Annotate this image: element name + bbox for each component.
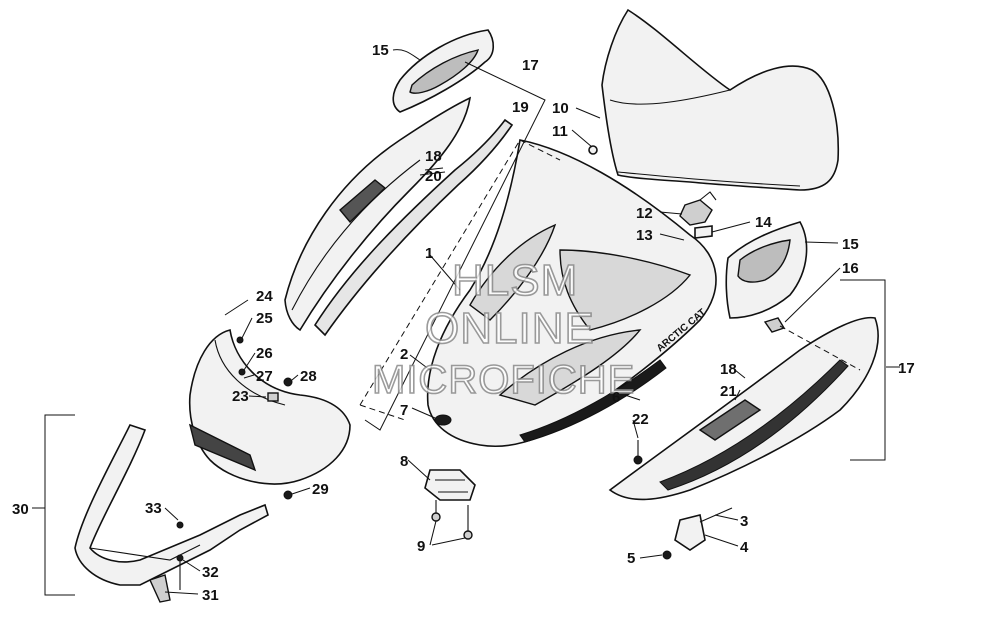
callout-29: 29 — [312, 481, 329, 498]
callout-12: 12 — [636, 205, 653, 222]
callout-4: 4 — [740, 539, 749, 556]
clip-16 — [763, 317, 786, 333]
callout-33: 33 — [145, 500, 162, 517]
decal-stripe-19 — [313, 118, 514, 337]
callout-24: 24 — [256, 288, 273, 305]
washer-11 — [588, 145, 598, 155]
callout-31: 31 — [202, 587, 219, 604]
callout-28: 28 — [300, 368, 317, 385]
clip-23 — [267, 392, 279, 402]
bracket-plate-14 — [694, 225, 713, 239]
hood-hinge — [424, 469, 476, 501]
callout-15: 15 — [372, 42, 389, 59]
front-bumper — [74, 424, 269, 586]
bracket-4 — [674, 514, 706, 551]
watermark-line-1: HLSM — [452, 256, 578, 305]
callout-23: 23 — [232, 388, 249, 405]
windshield — [601, 8, 840, 191]
callout-21: 21 — [720, 383, 737, 400]
callout-8: 8 — [400, 453, 408, 470]
callout-6: 6 — [612, 389, 620, 406]
callout-26: 26 — [256, 345, 273, 362]
callout-32: 32 — [202, 564, 219, 581]
callout-2: 2 — [400, 346, 408, 363]
side-panel-left — [284, 96, 472, 332]
callout-30: 30 — [12, 501, 29, 518]
callout-18-right: 18 — [720, 361, 737, 378]
windshield-bracket — [679, 199, 713, 226]
callout-25: 25 — [256, 310, 273, 327]
callout-17: 17 — [522, 57, 539, 74]
callout-13: 13 — [636, 227, 653, 244]
callout-22: 22 — [632, 411, 649, 428]
callout-14: 14 — [755, 214, 772, 231]
callout-3: 3 — [740, 513, 748, 530]
hood-emblem-7 — [434, 414, 452, 426]
callout-27: 27 — [256, 368, 273, 385]
watermark-line-2: ONLINE — [425, 304, 595, 353]
callout-20: 20 — [425, 168, 442, 185]
watermark-line-3: MICROFICHE — [372, 358, 635, 402]
callout-15-right: 15 — [842, 236, 859, 253]
callout-10: 10 — [552, 100, 569, 117]
callout-19: 19 — [512, 99, 529, 116]
callout-1: 1 — [425, 245, 433, 262]
callout-18: 18 — [425, 148, 442, 165]
callout-9: 9 — [417, 538, 425, 555]
callout-17-right: 17 — [898, 360, 915, 377]
callout-11: 11 — [552, 123, 568, 140]
callout-16: 16 — [842, 260, 859, 277]
callout-5: 5 — [627, 550, 635, 567]
callout-7: 7 — [400, 402, 408, 419]
